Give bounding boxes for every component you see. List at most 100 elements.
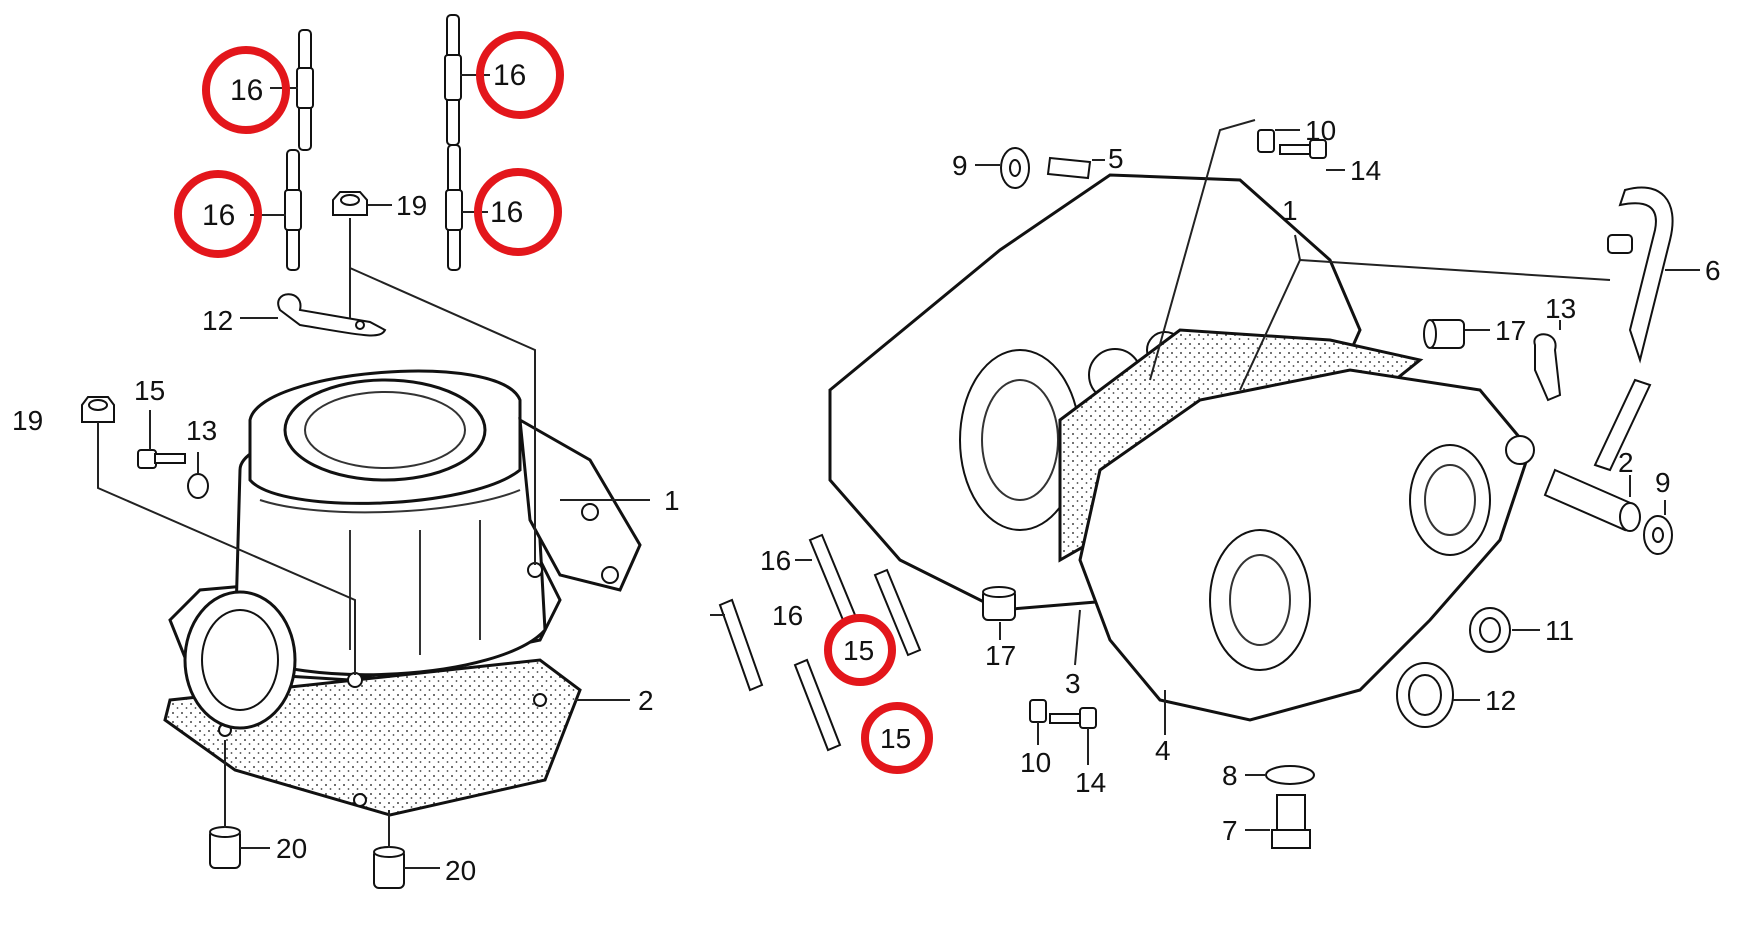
- callout-9: 9: [1655, 467, 1671, 498]
- clip-10-bottom: [1029, 699, 1047, 723]
- callout-16: 16: [772, 600, 803, 631]
- breather-tube-6: [1618, 186, 1674, 364]
- bolt-14-bottom: [1049, 707, 1097, 729]
- nut-19-top: [332, 191, 368, 216]
- stud-hole: [347, 672, 363, 688]
- highlight-circle: [861, 702, 933, 774]
- exhaust-port-inner: [201, 609, 279, 711]
- dowel-17-bottom: [982, 586, 1016, 621]
- callout-19: 19: [12, 405, 43, 436]
- right-case-bore-upper-inner: [1424, 464, 1476, 536]
- washer-13: [187, 473, 209, 499]
- callout-9: 9: [952, 150, 968, 181]
- stud-hole: [527, 562, 543, 578]
- gasket-hole: [353, 793, 367, 807]
- dowel-20-left: [209, 826, 241, 869]
- cylinder-assembly: 16 16 16 16 19 19 12 15 13 1 2 20 20: [12, 14, 680, 889]
- callout-5: 5: [1108, 143, 1124, 174]
- highlight-circle: [476, 31, 564, 119]
- tube-grommet: [1607, 234, 1633, 254]
- callout-20: 20: [445, 855, 476, 886]
- callout-7: 7: [1222, 815, 1238, 846]
- stud-16-a: [296, 29, 314, 151]
- leader-line: [349, 218, 536, 565]
- gasket-hole: [533, 693, 547, 707]
- callout-16: 16: [760, 545, 791, 576]
- right-case-bearing-inner: [1229, 554, 1291, 646]
- callout-3: 3: [1065, 668, 1081, 699]
- leader-line: [97, 422, 356, 675]
- callout-10: 10: [1305, 115, 1336, 146]
- callout-20: 20: [276, 833, 307, 864]
- highlight-circle: [202, 46, 290, 134]
- pin-5: [1046, 156, 1092, 180]
- left-case-bearing-inner: [981, 379, 1059, 501]
- collar-2: [1543, 468, 1641, 532]
- leader-line: [1149, 119, 1256, 381]
- right-case-bore-upper: [1409, 444, 1491, 556]
- leader-line: [388, 810, 440, 869]
- callout-4: 4: [1155, 735, 1171, 766]
- callout-12: 12: [1485, 685, 1516, 716]
- callout-10: 10: [1020, 747, 1051, 778]
- leader-line: [1074, 609, 1081, 666]
- callout-16: 16: [202, 199, 235, 232]
- callout-1: 1: [664, 485, 680, 516]
- highlight-circle: [824, 614, 896, 686]
- callout-12: 12: [202, 305, 233, 336]
- cylinder-bore-inner: [304, 391, 466, 469]
- callout-13: 13: [186, 415, 217, 446]
- callout-16: 16: [490, 196, 523, 229]
- right-case-boss: [1505, 435, 1535, 465]
- callout-17: 17: [1495, 315, 1526, 346]
- stud-16-d: [445, 144, 463, 271]
- clip-10-top: [1257, 129, 1275, 153]
- leader-line: [1299, 259, 1611, 281]
- drain-bolt-7: [1271, 794, 1311, 849]
- callout-15: 15: [843, 635, 874, 666]
- stud-15-crank-b: [793, 658, 842, 752]
- stud-16-crank-a: [808, 533, 857, 622]
- dowel-17-top: [1423, 319, 1465, 349]
- leader-line: [224, 740, 270, 849]
- cylinder-bore: [283, 378, 487, 482]
- callout-14: 14: [1075, 767, 1106, 798]
- crankcase-assembly: 9 5 10 14 1 6 17 13 2 9 11 12 17 3 4 10 …: [710, 115, 1721, 849]
- callout-13: 13: [1545, 293, 1576, 324]
- callout-16: 16: [493, 59, 526, 92]
- callout-17: 17: [985, 640, 1016, 671]
- callout-2: 2: [638, 685, 654, 716]
- stud-16-c: [284, 149, 302, 271]
- callout-15: 15: [134, 375, 165, 406]
- callout-6: 6: [1705, 255, 1721, 286]
- callout-14: 14: [1350, 155, 1381, 186]
- callout-1: 1: [1282, 195, 1298, 226]
- callout-11: 11: [1545, 615, 1574, 646]
- stud-16-crank-b: [718, 598, 764, 692]
- power-valve-housing: [518, 417, 642, 592]
- callout-8: 8: [1222, 760, 1238, 791]
- housing-bolt: [581, 503, 599, 521]
- clamp-hole: [355, 320, 365, 330]
- bolt-15: [137, 449, 186, 469]
- cylinder-fin-line: [259, 489, 521, 514]
- right-case-bearing-bore: [1209, 529, 1311, 671]
- crankcase-right-half: [1078, 368, 1532, 722]
- stud-16-b: [444, 14, 462, 146]
- breather-tube-6-lower: [1593, 378, 1652, 472]
- callout-15: 15: [880, 723, 911, 754]
- callout-16: 16: [230, 74, 263, 107]
- highlight-circle: [474, 168, 562, 256]
- washer-9-right-hole: [1652, 527, 1664, 543]
- callout-2: 2: [1618, 447, 1634, 478]
- oil-seal-12-inner: [1408, 674, 1442, 716]
- dowel-20-right: [373, 846, 405, 889]
- callout-19: 19: [396, 190, 427, 221]
- housing-bolt: [601, 566, 619, 584]
- washer-8: [1265, 765, 1315, 785]
- bolt-14-top: [1279, 139, 1327, 159]
- oil-seal-11-inner: [1479, 617, 1501, 643]
- stud-15-crank-a: [873, 568, 922, 657]
